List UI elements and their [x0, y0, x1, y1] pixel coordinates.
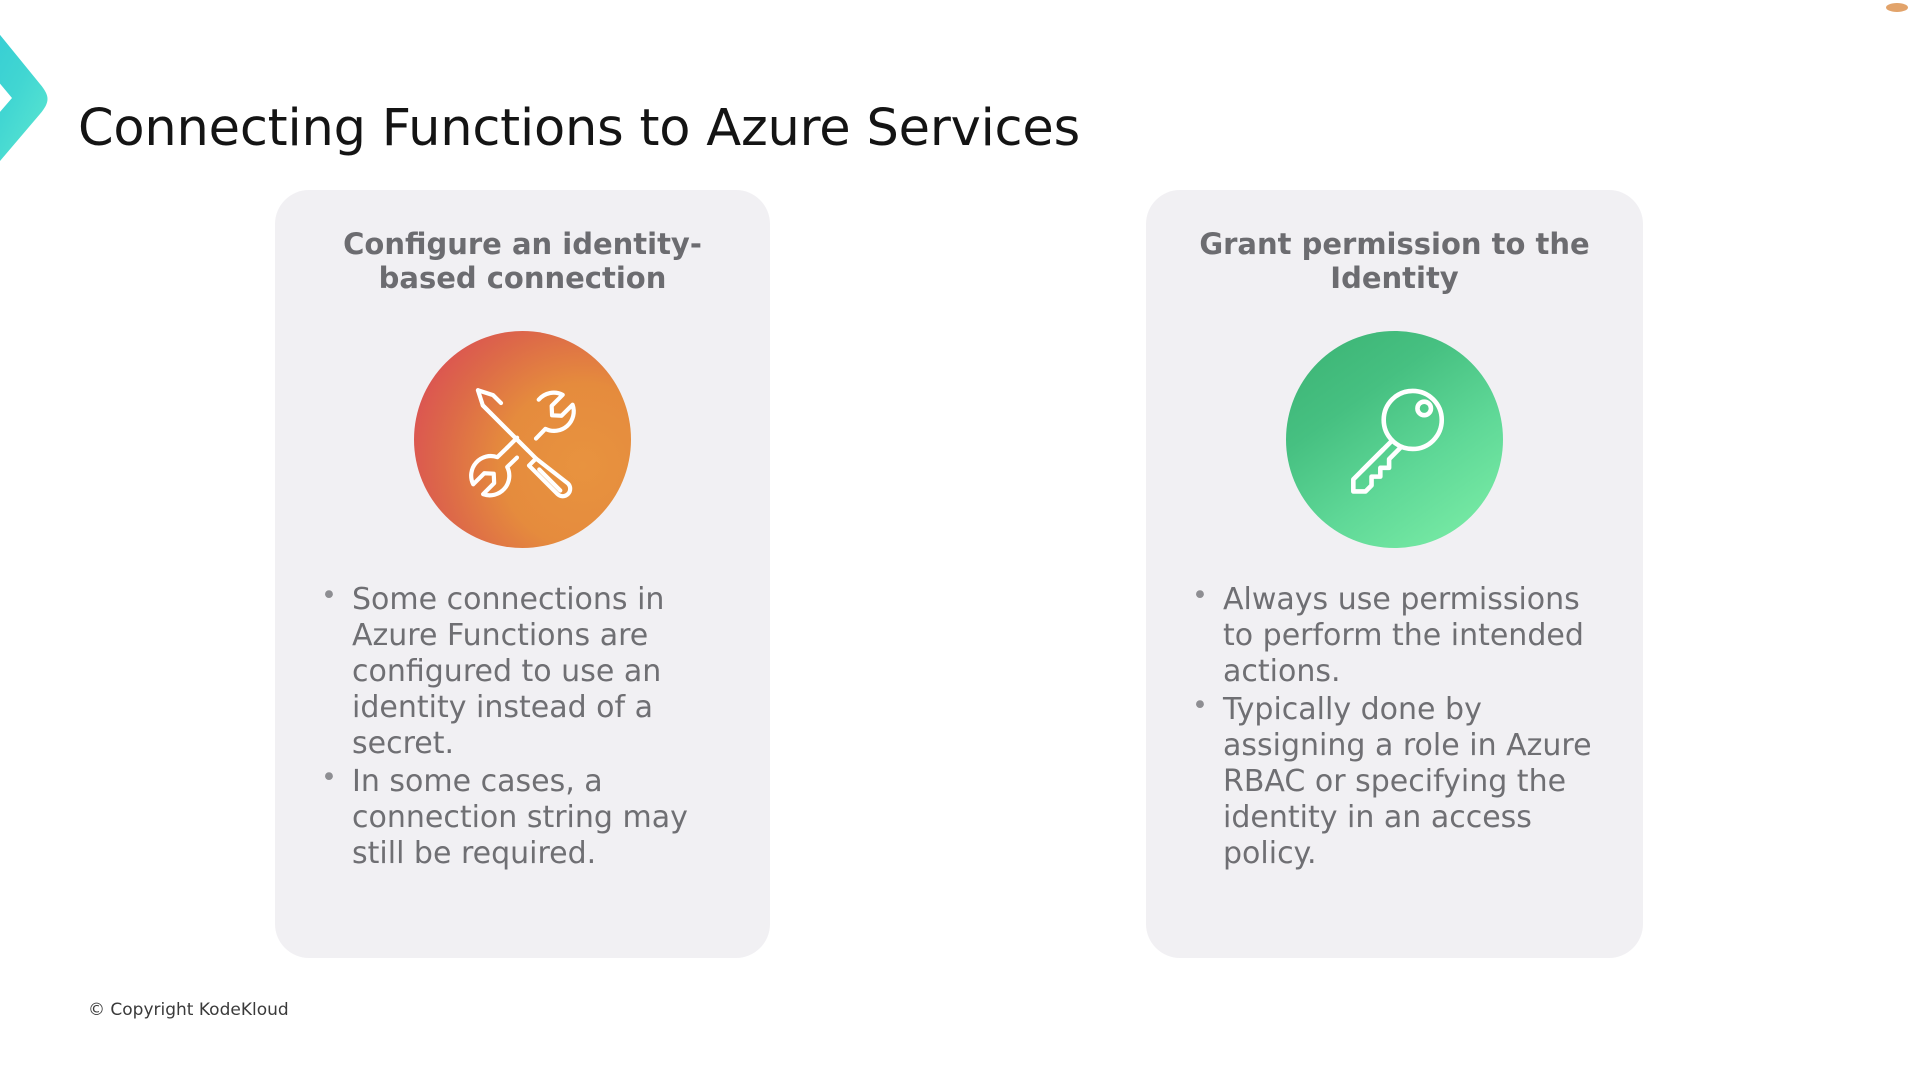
- card-heading: Grant permission to the Identity: [1199, 227, 1590, 295]
- footer-copyright: © Copyright KodeKloud: [88, 1000, 289, 1020]
- card-icon-wrap: [1176, 331, 1613, 549]
- list-item: In some cases, a connection string may s…: [307, 762, 740, 872]
- card-heading: Configure an identity-based connection: [343, 227, 702, 295]
- card-bullet-list: Always use permissions to perform the in…: [1178, 580, 1613, 872]
- list-item: Some connections in Azure Functions are …: [307, 580, 740, 762]
- card-icon-wrap: [305, 331, 740, 549]
- card-bullet-list: Some connections in Azure Functions are …: [307, 580, 740, 872]
- card-grant-permission-identity: Grant permission to the Identity: [1146, 190, 1643, 958]
- card-configure-identity-connection: Configure an identity-based connection: [275, 190, 770, 958]
- chevron-right-mark-icon: [0, 8, 62, 183]
- page-title: Connecting Functions to Azure Services: [78, 99, 1080, 159]
- tools-wrench-screwdriver-icon: [414, 331, 631, 549]
- list-item: Always use permissions to perform the in…: [1178, 580, 1613, 690]
- corner-accent-dot: [1886, 3, 1908, 12]
- key-icon: [1286, 331, 1503, 549]
- list-item: Typically done by assigning a role in Az…: [1178, 690, 1613, 872]
